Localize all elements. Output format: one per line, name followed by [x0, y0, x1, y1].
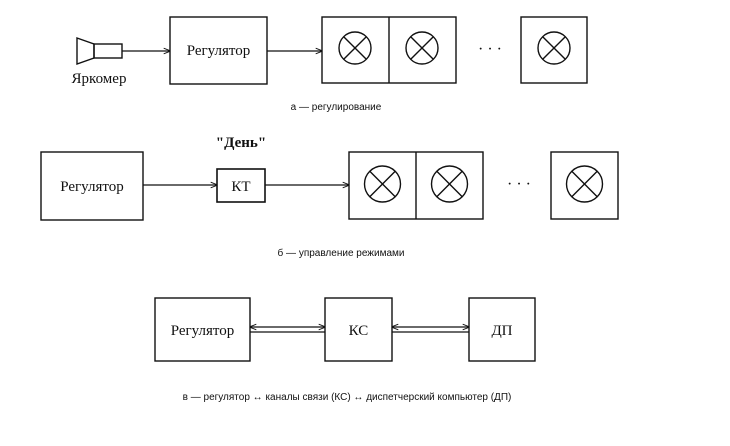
diagram-b: Регулятор "День" КТ · · ·	[40, 135, 619, 259]
switch-label: КТ	[231, 179, 250, 195]
lamp-box-last-b	[550, 151, 619, 220]
diagram-c: Регулятор КС ДП в — регулятор ↔ каналы с…	[154, 297, 536, 403]
lamp-icon	[338, 31, 372, 65]
lamp-icon	[537, 31, 571, 65]
ellipsis-b: · · ·	[507, 176, 531, 193]
regulator-box-b	[40, 151, 144, 221]
lamp-icon	[565, 165, 604, 203]
diagram-a: Яркомер Регулятор · · ·	[72, 16, 588, 113]
double-arrow-channels-dispatcher	[392, 327, 469, 333]
lamp-group-b	[348, 151, 484, 220]
caption-c: в — регулятор ↔ каналы связи (КС) ↔ дисп…	[183, 392, 512, 403]
caption-b: б — управление режимами	[278, 247, 405, 259]
double-arrow-regulator-channels	[250, 327, 325, 333]
ellipsis-a: · · ·	[478, 41, 502, 58]
channel-label: КС	[349, 323, 369, 339]
lamp-group-a	[321, 16, 457, 84]
caption-a: а — регулирование	[291, 102, 382, 113]
day-mode-label: "День"	[216, 135, 266, 151]
lamp-box-last-a	[520, 16, 588, 84]
dispatcher-label: ДП	[491, 323, 512, 339]
dispatcher-box	[468, 297, 536, 362]
luminance-meter-icon	[76, 37, 123, 65]
regulator-label-b: Регулятор	[60, 179, 124, 195]
luminance-meter-label: Яркомер	[72, 71, 127, 87]
regulator-label-a: Регулятор	[187, 43, 251, 59]
regulator-label-c: Регулятор	[171, 323, 235, 339]
lamp-icon	[363, 165, 402, 203]
lamp-icon	[405, 31, 439, 65]
lamp-icon	[430, 165, 469, 203]
